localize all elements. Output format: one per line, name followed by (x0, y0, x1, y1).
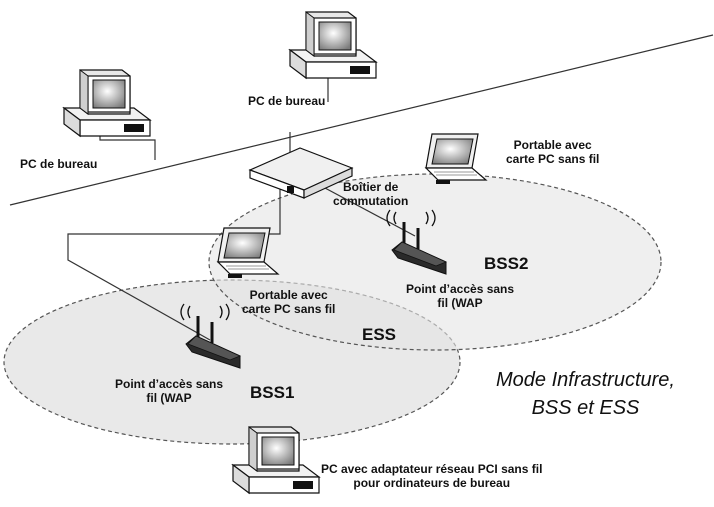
laptop-right-label-line1: Portable avec (513, 138, 592, 152)
diagram-title-line2: BSS et ESS (531, 397, 640, 419)
desktop-pc-left (63, 69, 151, 137)
switch-label: Boîtier de commutation (333, 180, 408, 208)
laptop-right-label-line2: carte PC sans fil (506, 152, 600, 166)
switch-to-ap-right-cable (309, 179, 416, 237)
laptop-right (425, 133, 487, 185)
bss2-label: BSS2 (484, 254, 529, 273)
pc-bottom-label-line1: PC avec adaptateur réseau PCI sans fil (321, 462, 543, 476)
laptop-center-label-line1: Portable avec (249, 288, 328, 302)
ap-right-label-line1: Point d’accès sans (406, 282, 515, 296)
switch-device (248, 147, 354, 199)
switch-to-ap-left-cable (67, 178, 281, 341)
pc-bottom-label: PC avec adaptateur réseau PCI sans fil p… (321, 462, 542, 490)
diagram-title-line1: Mode Infrastructure, (496, 369, 675, 391)
laptop-center-label: Portable avec carte PC sans fil (242, 288, 335, 316)
laptop-right-label: Portable avec carte PC sans fil (506, 138, 599, 166)
pc-top-label: PC de bureau (248, 94, 326, 108)
ap-left-label-line1: Point d’accès sans (115, 377, 224, 391)
diagram-title: Mode Infrastructure, BSS et ESS (496, 366, 675, 422)
pc-bottom-label-line2: pour ordinateurs de bureau (353, 476, 511, 490)
ap-left-label: Point d’accès sans fil (WAP (115, 377, 223, 405)
ap-right-label-line2: fil (WAP (437, 296, 483, 310)
desktop-pc-top (289, 11, 377, 79)
laptop-center-label-line2: carte PC sans fil (242, 302, 336, 316)
bss1-label: BSS1 (250, 383, 295, 402)
pc-left-label: PC de bureau (20, 157, 98, 171)
switch-label-line1: Boîtier de (343, 180, 399, 194)
backbone-line (9, 34, 714, 206)
switch-label-line2: commutation (333, 194, 409, 208)
ap-left-label-line2: fil (WAP (146, 391, 192, 405)
ess-label: ESS (362, 325, 397, 344)
ap-right-label: Point d’accès sans fil (WAP (406, 282, 514, 310)
